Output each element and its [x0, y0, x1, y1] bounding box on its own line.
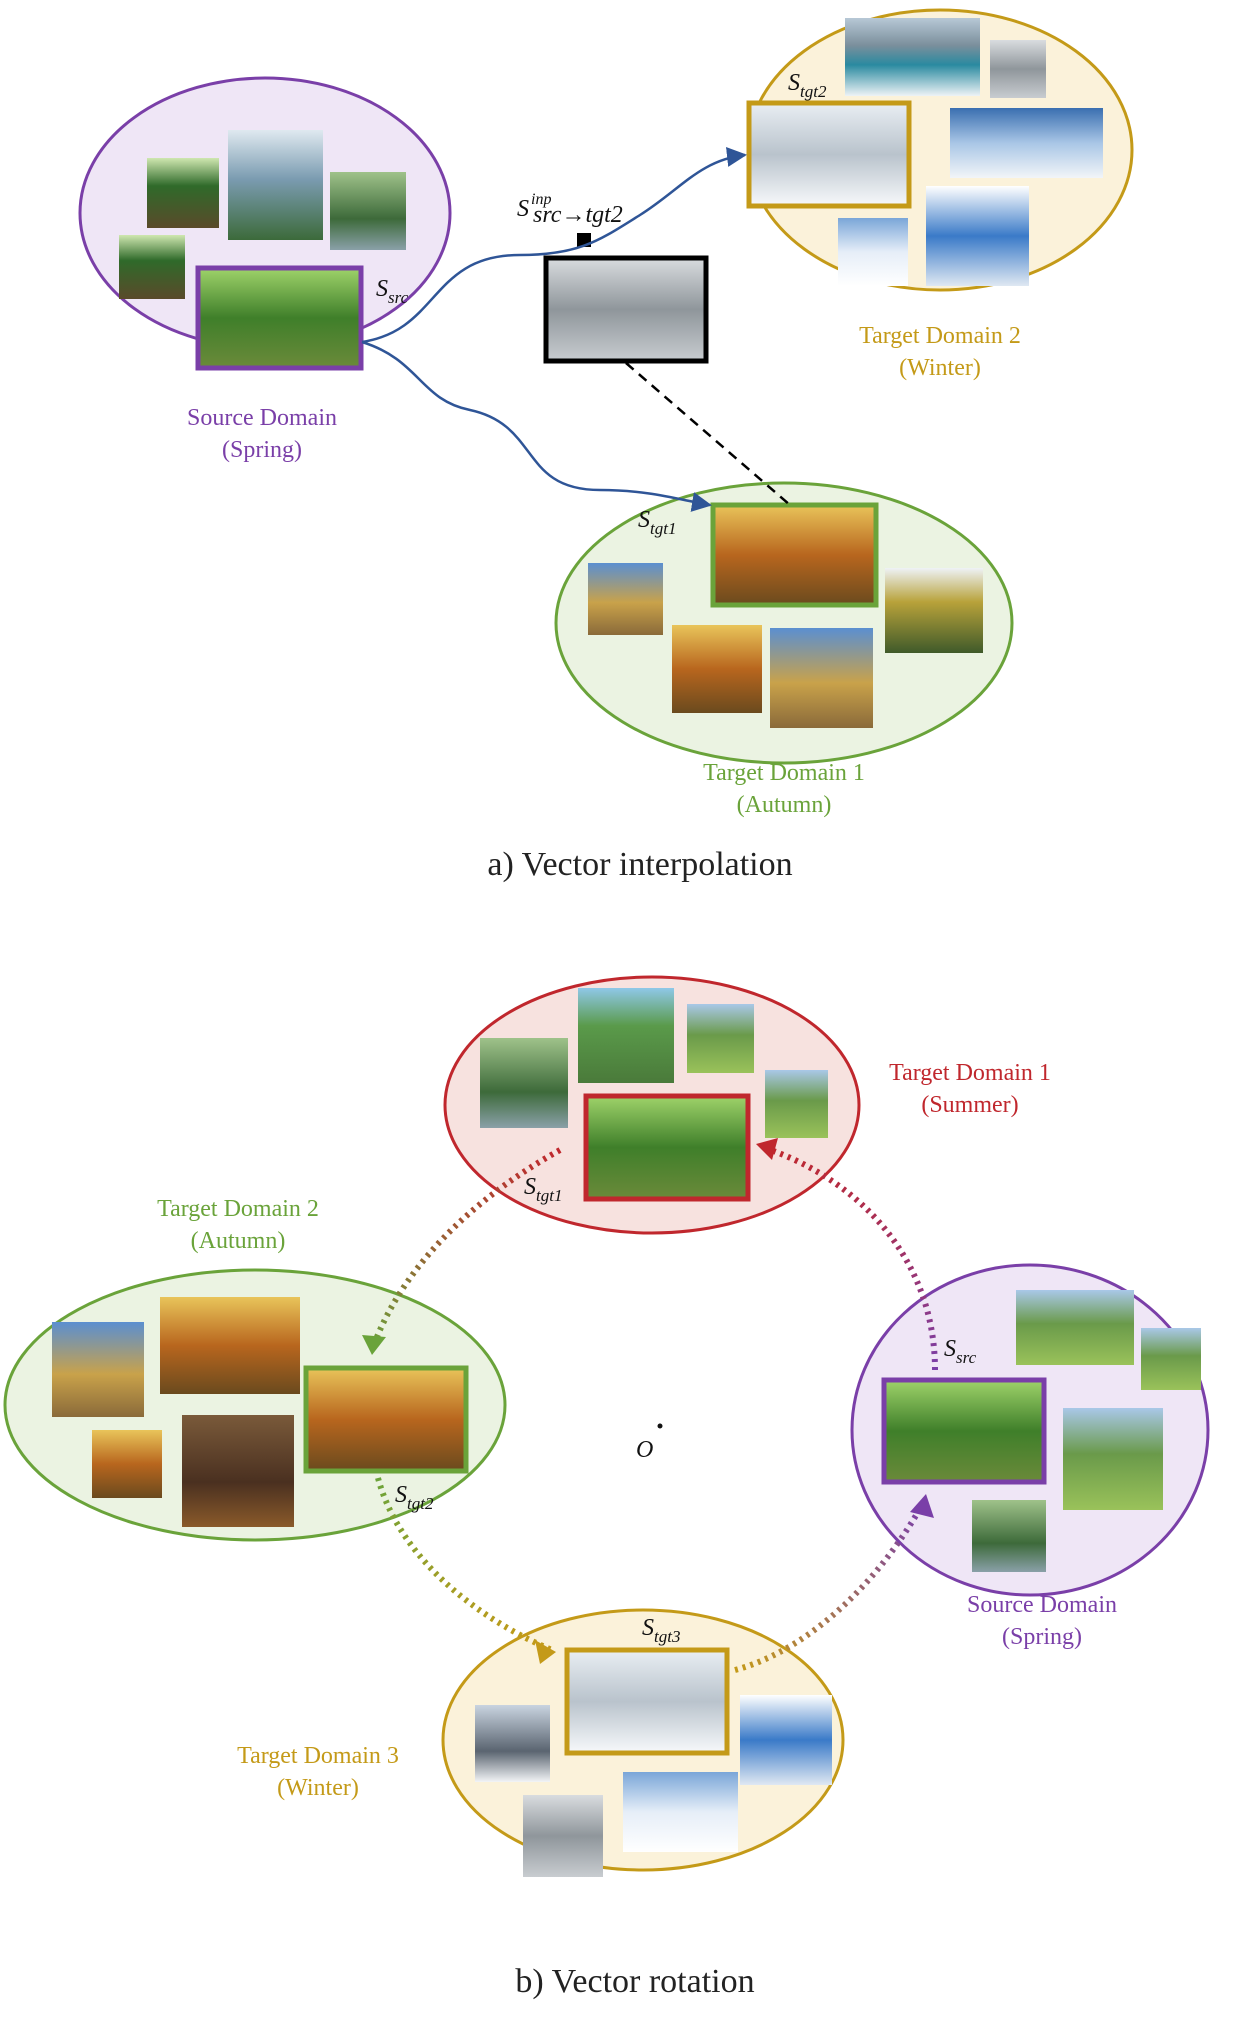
thumb-mountains [228, 130, 323, 240]
thumb-snow-field [838, 218, 908, 286]
dashed-projection-line [625, 362, 791, 506]
s-tgt1-symbol-b: Stgt1 [524, 1174, 562, 1205]
origin-dot [657, 1423, 663, 1429]
thumb-frost-branches [740, 1695, 832, 1785]
thumb-forest-path [147, 158, 219, 228]
thumb-snow-river [950, 108, 1103, 178]
thumb-snow-lake [845, 18, 980, 96]
thumb-conifers [885, 568, 983, 653]
panel-b: Target Domain 1 (Summer) Stgt1 Target Do… [3, 975, 1210, 2000]
thumb-autumn-lane [92, 1430, 162, 1498]
thumb-grass-dike [1063, 1408, 1163, 1510]
target1-main-image [710, 502, 879, 608]
winter-domain-season: (Winter) [277, 1775, 359, 1801]
winter-main-image [564, 1647, 730, 1756]
thumb-snow-forest [523, 1795, 603, 1877]
summer-domain-season: (Summer) [921, 1092, 1018, 1118]
thumb-park-path [687, 1004, 754, 1073]
thumb-autumn-road [672, 625, 762, 713]
thumb-orchard [1016, 1290, 1134, 1365]
spring-domain-season: (Spring) [1002, 1624, 1082, 1650]
arrow-autumn-to-winter-head [535, 1640, 556, 1664]
thumb-green-path [1141, 1328, 1201, 1390]
thumb-snowy-firs [475, 1705, 550, 1782]
thumb-river [330, 172, 406, 250]
thumb-winter-trees [990, 40, 1046, 98]
arrow-source-to-target1 [361, 340, 712, 512]
s-tgt3-symbol-b: Stgt3 [642, 1615, 680, 1646]
s-src-symbol-b: Ssrc [944, 1336, 977, 1367]
target-domain-1-ellipse [554, 481, 1014, 765]
autumn-domain-label: Target Domain 2 [157, 1196, 319, 1222]
origin-label: O [636, 1437, 653, 1463]
arrow-spring-to-summer [764, 1145, 938, 1371]
panel-a: Source Domain (Spring) Ssrc Target Domai… [78, 8, 1134, 883]
summer-domain-label: Target Domain 1 [889, 1060, 1051, 1086]
s-tgt1-symbol: Stgt1 [638, 507, 676, 538]
winter-domain-label: Target Domain 3 [237, 1743, 399, 1769]
thumb-tunnel [119, 235, 185, 299]
arrow-source-to-target2 [361, 147, 747, 344]
spring-main-image [881, 1377, 1047, 1485]
thumb-frosted-trees [623, 1772, 738, 1852]
source-domain-season: (Spring) [222, 437, 302, 463]
arrow-spring-to-summer-head [756, 1138, 778, 1160]
thumb-frost-tree [926, 186, 1029, 286]
panel-b-caption: b) Vector rotation [515, 1963, 754, 2000]
target-domain-2-season: (Winter) [899, 355, 981, 381]
target2-main-image [746, 100, 912, 209]
arrow-winter-to-spring-head [910, 1494, 934, 1518]
interpolated-image [543, 255, 709, 364]
arrow-summer-to-autumn-head [362, 1335, 386, 1355]
s-tgt2-symbol-b: Stgt2 [395, 1482, 434, 1513]
thumb-autumn-valley [770, 628, 873, 728]
spring-domain-label: Source Domain [967, 1592, 1117, 1618]
s-inp-subscript: src→tgt2 [533, 202, 623, 228]
thumb-dark-autumn-path [182, 1415, 294, 1527]
target-domain-1-label: Target Domain 1 [703, 760, 865, 786]
thumb-alpine-meadow [765, 1070, 828, 1138]
thumb-autumn-lake [588, 563, 663, 635]
thumb-stream [480, 1038, 568, 1128]
panel-a-caption: a) Vector interpolation [487, 846, 792, 883]
s-src-symbol: Ssrc [376, 276, 409, 307]
thumb-spring-lake [972, 1500, 1046, 1572]
target-domain-2-label: Target Domain 2 [859, 323, 1021, 349]
autumn-main-image [303, 1365, 469, 1474]
s-tgt2-symbol: Stgt2 [788, 70, 827, 101]
target-domain-1-season: (Autumn) [737, 792, 832, 818]
autumn-domain-season: (Autumn) [191, 1228, 286, 1254]
thumb-autumn-forest [160, 1297, 300, 1394]
arrow-autumn-to-winter [375, 1477, 554, 1653]
source-domain-label: Source Domain [187, 405, 337, 431]
source-main-image [195, 265, 364, 371]
thumb-canal [578, 988, 674, 1083]
thumb-autumn-park [52, 1322, 144, 1417]
summer-main-image [583, 1093, 751, 1202]
